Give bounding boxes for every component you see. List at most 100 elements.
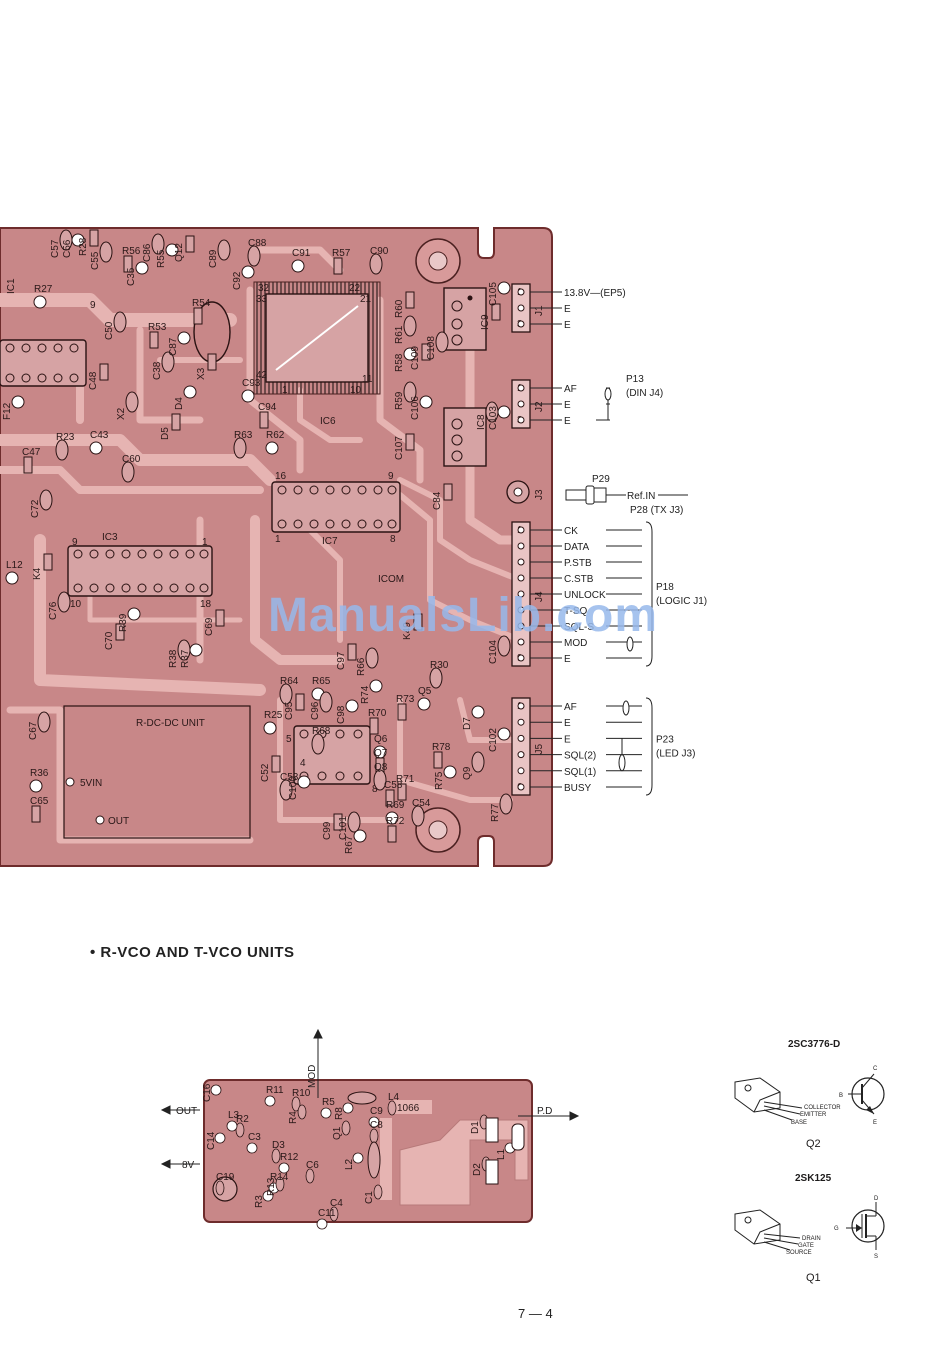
component-label: R56 — [122, 246, 141, 257]
q1-part-number: 2SK125 — [795, 1173, 832, 1184]
j5-signal: SQL(2) — [564, 751, 596, 762]
component-label: C67 — [28, 721, 39, 740]
component-footprint — [185, 235, 195, 253]
ic2-pin-5: 5 — [286, 734, 292, 745]
j4-signal: MOD — [564, 638, 587, 649]
component-label: C96 — [310, 701, 321, 720]
j5-pin — [517, 734, 525, 742]
component-footprint — [369, 253, 383, 275]
p18-shield — [626, 636, 634, 652]
j5-signal: BUSY — [564, 783, 592, 794]
vco-pad — [278, 1162, 290, 1174]
component-footprint — [369, 679, 383, 693]
component-footprint — [171, 413, 181, 431]
component-label: C97 — [336, 651, 347, 670]
component-label: Q12 — [174, 243, 185, 262]
j1-signal: E — [564, 304, 571, 315]
ic6-pin-21: 21 — [360, 294, 372, 305]
component-footprint — [291, 259, 305, 273]
vco-component-label: C9 — [370, 1106, 383, 1117]
vco-pad — [368, 1116, 380, 1128]
vco-component-label: R2 — [236, 1114, 249, 1125]
component-label: C50 — [104, 321, 115, 340]
component-label: C55 — [90, 251, 101, 270]
component-footprint — [497, 405, 511, 419]
component-footprint — [403, 315, 417, 337]
component-footprint — [471, 751, 485, 773]
icom-brand: ICOM — [378, 574, 404, 585]
component-footprint — [189, 643, 203, 657]
j4-plug-bracket — [645, 521, 653, 667]
component-footprint — [127, 607, 141, 621]
j4-pin — [517, 638, 525, 646]
vco-part — [369, 1128, 379, 1144]
component-footprint — [151, 233, 165, 255]
component-label: X3 — [196, 367, 207, 380]
component-footprint — [405, 433, 415, 451]
component-label: X2 — [116, 407, 127, 420]
regulator-ic9 — [443, 287, 487, 351]
component-footprint — [413, 613, 423, 631]
j5-pin — [517, 751, 525, 759]
component-label: R78 — [432, 742, 451, 753]
vco-component-label: R11 — [266, 1085, 284, 1096]
page-number: 7 — 4 — [518, 1306, 553, 1321]
component-footprint — [233, 437, 247, 459]
component-label: C93 — [242, 378, 261, 389]
mounting-holes — [415, 238, 461, 853]
component-footprint — [215, 609, 225, 627]
ic6-pin-33: 33 — [256, 294, 268, 305]
ic6-pin-22: 22 — [349, 283, 361, 294]
vco-component-label: R12 — [280, 1152, 299, 1163]
ic3-pin-18: 18 — [200, 599, 212, 610]
j5-pin — [517, 767, 525, 775]
vco-component-label: C6 — [306, 1160, 319, 1171]
component-label: R55 — [156, 249, 167, 268]
vco-component-label: R3 — [254, 1195, 265, 1208]
component-label: R38 — [168, 649, 179, 668]
component-label: C72 — [30, 499, 41, 518]
component-label: R28 — [78, 237, 89, 256]
vco-pad — [210, 1084, 222, 1096]
vco-pad — [262, 1190, 274, 1202]
component-label: C76 — [48, 601, 59, 620]
component-footprint — [241, 389, 255, 403]
vco-pad — [316, 1218, 328, 1230]
q1-symbol-s: S — [874, 1254, 878, 1260]
vco-diode-d2 — [485, 1159, 499, 1185]
dcdc-unit: R-DC-DC UNIT 5VIN OUT — [63, 705, 251, 839]
component-footprint — [149, 331, 159, 349]
component-label: C60 — [122, 454, 141, 465]
vco-component-label: R4 — [288, 1111, 299, 1124]
j3-jack-center — [513, 487, 523, 497]
transistor-q1: 2SK125 DRAIN GATE SOURCE D G S Q1 — [734, 1173, 885, 1284]
component-footprint — [99, 241, 113, 263]
component-footprint — [55, 439, 69, 461]
component-footprint — [207, 353, 217, 371]
p13-note: (DIN J4) — [626, 388, 663, 399]
component-footprint — [405, 291, 415, 309]
j4-signal: UNLOCK — [564, 590, 606, 601]
q1-symbol-g: G — [834, 1226, 839, 1232]
vco-component-label: C8 — [370, 1120, 383, 1131]
vco-component-label: C3 — [248, 1132, 261, 1143]
vco-component-label: R13 — [266, 1177, 277, 1196]
component-footprint — [365, 647, 379, 669]
q1-pin-drain: DRAIN — [802, 1236, 821, 1242]
j4-pin — [517, 606, 525, 614]
vco-pad — [352, 1152, 364, 1164]
component-footprint — [347, 643, 357, 661]
component-footprint — [89, 229, 99, 247]
component-label: C98 — [336, 705, 347, 724]
ic6-pin-10: 10 — [350, 385, 362, 396]
component-footprint — [319, 691, 333, 713]
watermark: ManualsLib.com — [268, 589, 659, 642]
component-label: R69 — [386, 800, 405, 811]
component-footprint — [31, 805, 41, 823]
vco-coil-l1 — [511, 1123, 525, 1151]
component-footprint — [369, 717, 379, 735]
component-label: C35 — [126, 267, 137, 286]
component-footprint — [333, 257, 343, 275]
ic2-pin-4: 4 — [300, 758, 306, 769]
component-label: R30 — [430, 660, 449, 671]
